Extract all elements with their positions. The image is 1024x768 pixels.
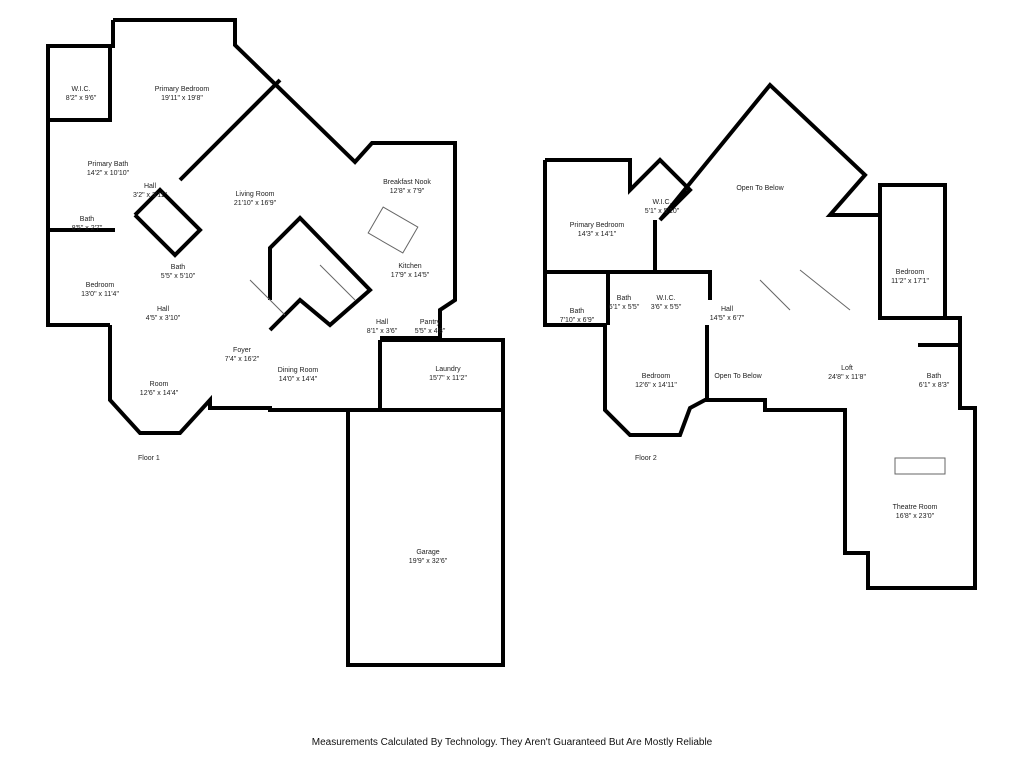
room-label: Loft 24'8" x 11'8" — [828, 364, 866, 382]
room-label: Bedroom 12'6" x 14'11" — [635, 372, 677, 390]
room-name: Bath — [616, 295, 632, 302]
room-size: 13'0" x 11'4" — [81, 291, 119, 298]
room-size: 24'8" x 11'8" — [828, 374, 866, 381]
room-name: Bedroom — [895, 269, 925, 276]
room-size: 8'5" x 2'7" — [71, 225, 103, 232]
room-name: Laundry — [435, 366, 461, 373]
room-name: W.I.C. — [656, 295, 676, 302]
room-size: 16'8" x 23'0" — [895, 513, 935, 520]
room-label: Bath 8'5" x 2'7" — [72, 215, 103, 233]
room-size: 5'1" x 5'10" — [644, 208, 680, 215]
room-label: Hall 8'1" x 3'6" — [367, 318, 398, 336]
room-size: 5'5" x 5'10" — [160, 273, 196, 280]
room-size: 3'2" x 3'11" — [133, 192, 167, 199]
room-size: 21'10" x 16'9" — [233, 200, 277, 207]
room-label: Breakfast Nook 12'8" x 7'9" — [383, 178, 431, 196]
room-label: Living Room 21'10" x 16'9" — [234, 190, 276, 208]
room-label: Bedroom 13'0" x 11'4" — [81, 281, 119, 299]
room-label: Bath 5'5" x 5'10" — [161, 263, 196, 281]
room-name: Bath — [170, 264, 186, 271]
room-name: Primary Bedroom — [569, 222, 625, 229]
room-name: Bedroom — [641, 373, 671, 380]
room-label: Open To Below — [736, 184, 783, 193]
room-label: W.I.C. 5'1" x 5'10" — [645, 198, 680, 216]
room-size: 14'0" x 14'4" — [278, 376, 318, 383]
room-name: Hall — [143, 183, 157, 190]
room-label: Bath 6'1" x 8'3" — [919, 372, 950, 390]
room-label: W.I.C. 8'2" x 9'6" — [66, 85, 97, 103]
room-label: Bedroom 11'2" x 17'1" — [891, 268, 929, 286]
room-size: 8'2" x 9'6" — [65, 95, 97, 102]
floor1-label: Floor 1 — [138, 455, 160, 462]
room-name: Bath — [569, 308, 585, 315]
room-label: Garage 19'9" x 32'6" — [409, 548, 447, 566]
room-size: 8'1" x 3'6" — [366, 328, 398, 335]
room-name: Bath — [79, 216, 95, 223]
room-size: 3'6" x 5'5" — [650, 304, 682, 311]
room-size: 15'7" x 11'2" — [429, 375, 467, 382]
room-name: Kitchen — [398, 263, 422, 270]
room-label: Bath 7'10" x 6'9" — [560, 307, 595, 325]
room-size: 12'6" x 14'11" — [635, 382, 677, 389]
room-name: Pantry — [419, 319, 441, 326]
room-name: Living Room — [235, 191, 275, 198]
room-name: Primary Bedroom — [154, 86, 210, 93]
room-size: 7'10" x 6'9" — [559, 317, 595, 324]
room-name: Open To Below — [714, 373, 762, 380]
stairs — [249, 206, 946, 475]
room-name: Loft — [841, 365, 853, 372]
disclaimer: Measurements Calculated By Technology. T… — [311, 737, 713, 748]
room-size: 14'5" x 6'7" — [709, 315, 745, 322]
room-name: Room — [149, 381, 169, 388]
room-size: 5'5" x 4'8" — [414, 328, 446, 335]
room-name: W.I.C. — [652, 199, 672, 206]
room-name: Primary Bath — [87, 161, 129, 168]
room-size: 19'11" x 19'8" — [161, 95, 203, 102]
room-size: 17'9" x 14'5" — [390, 272, 430, 279]
room-size: 7'4" x 16'2" — [224, 356, 260, 363]
room-label: Hall 3'2" x 3'11" — [133, 182, 167, 200]
room-label: Kitchen 17'9" x 14'5" — [391, 262, 429, 280]
room-size: 6'1" x 8'3" — [918, 382, 950, 389]
room-label: Laundry 15'7" x 11'2" — [429, 365, 467, 383]
room-label: Primary Bedroom 14'3" x 14'1" — [570, 221, 624, 239]
room-label: Open To Below — [714, 372, 761, 381]
floor1-walls — [46, 18, 505, 667]
room-name: W.I.C. — [71, 86, 91, 93]
room-name: Hall — [375, 319, 389, 326]
room-label: Dining Room 14'0" x 14'4" — [278, 366, 318, 384]
room-name: Dining Room — [277, 367, 319, 374]
room-name: Theatre Room — [892, 504, 938, 511]
floor2-label: Floor 2 — [635, 455, 657, 462]
floor2-walls — [543, 82, 977, 590]
room-name: Hall — [720, 306, 734, 313]
room-name: Open To Below — [736, 185, 784, 192]
room-size: 6'1" x 5'5" — [608, 304, 640, 311]
room-size: 11'2" x 17'1" — [891, 278, 929, 285]
room-name: Hall — [156, 306, 170, 313]
room-label: Primary Bedroom 19'11" x 19'8" — [155, 85, 209, 103]
room-name: Breakfast Nook — [383, 179, 431, 186]
room-size: 4'5" x 3'10" — [145, 315, 181, 322]
room-label: W.I.C. 3'6" x 5'5" — [651, 294, 682, 312]
room-label: Foyer 7'4" x 16'2" — [225, 346, 260, 364]
room-label: Bath 6'1" x 5'5" — [609, 294, 640, 312]
room-label: Pantry 5'5" x 4'8" — [415, 318, 446, 336]
room-size: 12'6" x 14'4" — [139, 390, 179, 397]
room-name: Garage — [416, 549, 440, 556]
room-size: 14'3" x 14'1" — [577, 231, 617, 238]
room-size: 19'9" x 32'6" — [408, 558, 448, 565]
room-label: Hall 14'5" x 6'7" — [710, 305, 745, 323]
room-label: Theatre Room 16'8" x 23'0" — [893, 503, 938, 521]
room-size: 14'2" x 10'10" — [86, 170, 130, 177]
room-label: Room 12'6" x 14'4" — [140, 380, 178, 398]
room-name: Bath — [926, 373, 942, 380]
room-label: Primary Bath 14'2" x 10'10" — [87, 160, 129, 178]
room-name: Bedroom — [85, 282, 115, 289]
room-name: Foyer — [233, 347, 251, 354]
room-label: Hall 4'5" x 3'10" — [146, 305, 181, 323]
room-size: 12'8" x 7'9" — [389, 188, 425, 195]
